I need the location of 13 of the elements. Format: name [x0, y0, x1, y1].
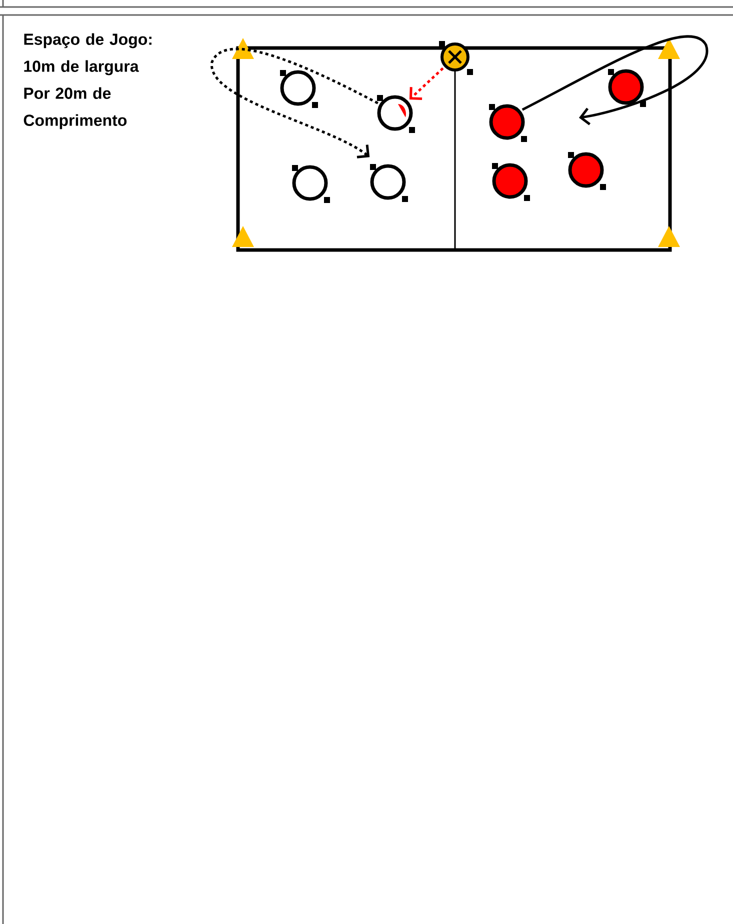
player-marker — [280, 70, 318, 108]
player-marker — [370, 164, 408, 202]
field-size-note: Espaço de Jogo: 10m de largura Por 20m de Comprimento — [24, 33, 152, 130]
movement-arrow — [522, 35, 708, 126]
movement-arrow — [409, 67, 444, 100]
movement-arrow — [210, 48, 378, 158]
player-marker — [608, 69, 646, 107]
player-marker — [292, 165, 330, 203]
player-marker — [568, 152, 606, 190]
ball-marker — [439, 41, 473, 75]
player-marker — [492, 163, 530, 201]
player-marker — [489, 104, 527, 142]
player-marker — [377, 95, 415, 133]
